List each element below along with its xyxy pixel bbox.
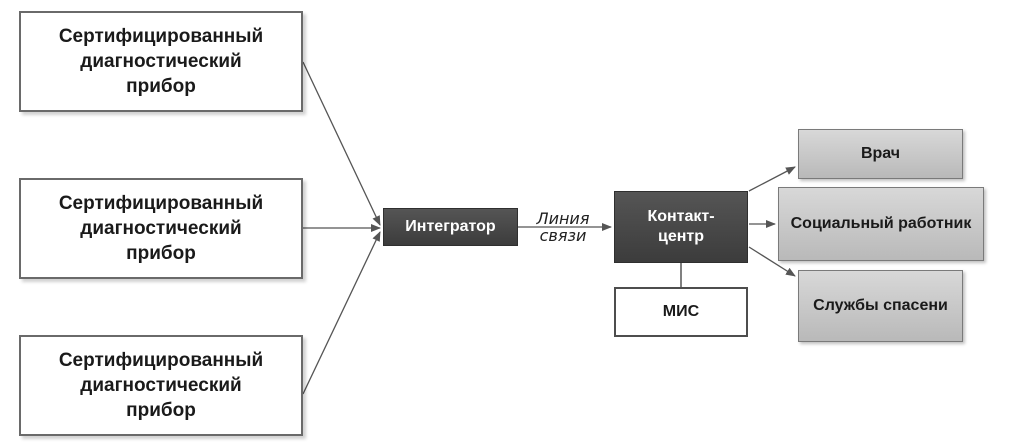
recipient-vrach: Врач bbox=[798, 129, 963, 179]
device-line: диагностический bbox=[80, 218, 242, 239]
diagnostic-device-3: Сертифицированный диагностический прибор bbox=[19, 335, 303, 436]
contact-center-box: Контакт-центр bbox=[614, 191, 748, 263]
device-line: прибор bbox=[126, 243, 196, 264]
mis-box: МИС bbox=[614, 287, 748, 337]
device-line: прибор bbox=[126, 400, 196, 421]
arrow-device3-to-integrator bbox=[302, 231, 381, 395]
recipient-label: Службы спасени bbox=[813, 297, 948, 314]
contact-center-line1: Контакт- bbox=[647, 208, 715, 225]
recipient-label: Врач bbox=[860, 145, 901, 162]
device-line: диагностический bbox=[80, 375, 242, 396]
diagnostic-device-2: Сертифицированный диагностический прибор bbox=[19, 178, 303, 279]
recipient-label: Социальный работник bbox=[790, 215, 972, 232]
device-line: Сертифицированный bbox=[58, 350, 264, 371]
contact-center-line2: центр bbox=[657, 228, 704, 245]
integrator-box: Интегратор bbox=[383, 208, 518, 246]
diagnostic-device-1: Сертифицированный диагностический прибор bbox=[19, 11, 303, 112]
device-line: диагностический bbox=[80, 51, 242, 72]
recipient-rescue-services: Службы спасени bbox=[798, 270, 963, 342]
device-line: Сертифицированный bbox=[58, 26, 264, 47]
link-label-line2: связи bbox=[539, 226, 587, 245]
integrator-label: Интегратор bbox=[405, 218, 496, 235]
arrow-to-vrach bbox=[748, 166, 796, 192]
link-label-line1: Линия bbox=[536, 209, 590, 228]
device-line: Сертифицированный bbox=[58, 193, 264, 214]
arrow-device1-to-integrator bbox=[302, 61, 381, 226]
arrow-to-rescue bbox=[748, 246, 796, 277]
recipient-social-worker: Социальный работник bbox=[778, 187, 984, 261]
mis-label: МИС bbox=[662, 303, 700, 320]
device-line: прибор bbox=[126, 76, 196, 97]
